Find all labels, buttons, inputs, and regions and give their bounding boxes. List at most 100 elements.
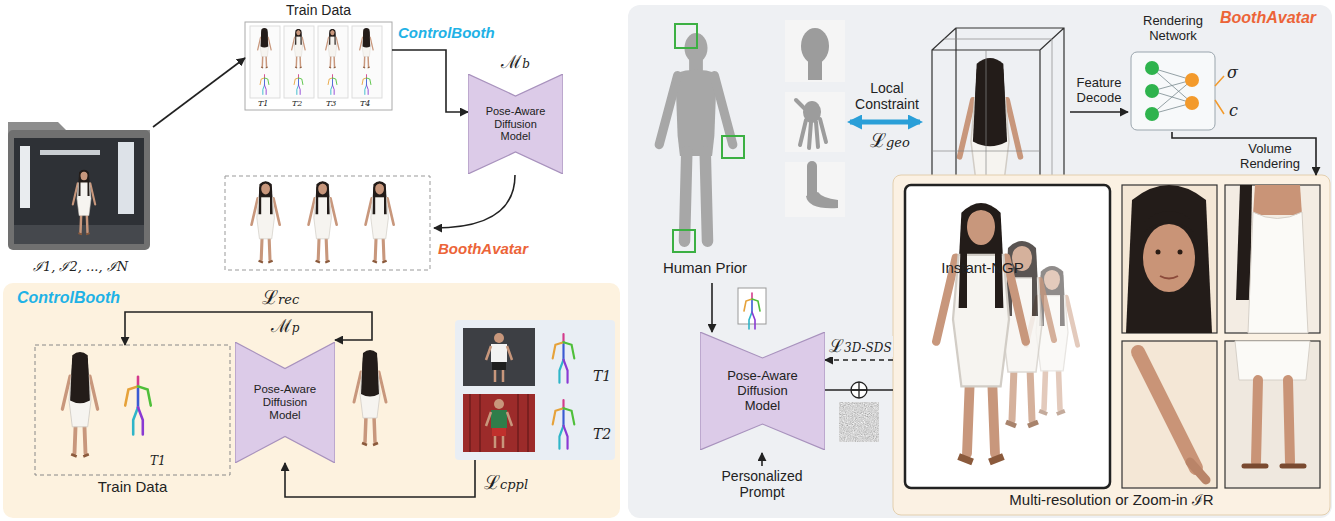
train-data-frame: [260, 75, 269, 95]
connector-arrow: [850, 120, 920, 125]
controlbooth-panel: [553, 334, 575, 383]
human-prior-figure: [744, 293, 760, 329]
render-results: [1138, 352, 1196, 468]
edge-label: Local Constraint: [849, 80, 925, 112]
data-folder: [118, 142, 134, 214]
node-label: ℳp: [235, 316, 335, 337]
annotation-label: T1: [150, 455, 172, 469]
connector-arrow: [392, 50, 468, 112]
human-prior-figure: [785, 162, 845, 217]
render-results: [893, 175, 1330, 515]
edge-label: ℒrec: [262, 287, 312, 309]
train-data-frame: [326, 29, 339, 68]
edge-label: Feature Decode: [1069, 76, 1129, 106]
controlbooth-panel: [491, 344, 507, 362]
train-data-frame: [318, 26, 348, 98]
node-body: Pose-Aware Diffusion Model: [247, 383, 323, 423]
controlbooth-panel: [491, 410, 507, 428]
node-label: BoothAvatar: [1220, 9, 1328, 27]
train-data-frame: [245, 22, 392, 110]
render-results: [1248, 212, 1308, 333]
controlbooth-panel: [486, 412, 512, 448]
edge-label: ℒ3D-SDS: [829, 336, 893, 357]
boothavatar-panel: BoothAvatarHuman PriorInstant-NGP Renderi…: [628, 5, 1332, 518]
render-results: [1126, 185, 1212, 333]
rendering-network: [1145, 107, 1159, 121]
node-label: Rendering Network: [1128, 14, 1218, 44]
human-prior-figure: [785, 20, 845, 82]
rendering-network: [1185, 73, 1199, 87]
train-data-frame: [284, 26, 314, 98]
boothavatar-panel: [628, 5, 1332, 518]
controlbooth-panel: [455, 320, 615, 460]
controlbooth-panel: [494, 333, 504, 343]
prior-images-box: T1T2: [455, 320, 615, 460]
diffusion-model: ℳpPose-Aware Diffusion Model: [235, 316, 335, 463]
node-body: Pose-Aware Diffusion Model: [478, 105, 553, 143]
controlbooth-panel: [486, 346, 512, 382]
train-data-frame: [352, 26, 382, 98]
render-results: [1244, 464, 1304, 469]
sds-noise: [761, 453, 763, 466]
connector-arrow: [711, 283, 713, 332]
rendering-network: Rendering Network: [1128, 12, 1218, 132]
controlbooth-panel: [470, 394, 528, 452]
render-results: [1225, 185, 1320, 333]
folder-node: ℐ1, ℐ2, ..., ℐN: [8, 112, 153, 277]
human-prior: Human Prior: [640, 18, 850, 283]
train-data-frame: [294, 75, 303, 95]
render-results: [893, 175, 1330, 515]
controlbooth-panel: [354, 350, 386, 445]
render-results: [1256, 380, 1290, 462]
node-label: Multi-resolution or Zoom-in ℐR: [893, 491, 1330, 508]
controlbooth-panel: [553, 400, 575, 449]
train-data-frame: [250, 26, 280, 98]
controlbooth-panel: [463, 394, 535, 452]
annotation-label: T3: [326, 99, 342, 108]
render-results: [1253, 185, 1302, 215]
output-avatars: [434, 175, 515, 228]
instant-ngp: Instant-NGP: [920, 12, 1070, 282]
node-body: T2: [593, 426, 613, 442]
controlbooth-panel: [62, 352, 97, 457]
render-results: [936, 203, 1026, 462]
annotation-label: c: [1229, 102, 1243, 120]
human-prior-figure: [673, 230, 695, 252]
node-label: Train Data: [35, 478, 230, 495]
human-prior-figure: [659, 20, 845, 329]
train-data-box: Train Data: [35, 345, 230, 497]
rendering-network: [1185, 96, 1199, 110]
render-results: [1122, 341, 1217, 488]
data-folder: [20, 146, 30, 208]
controlbooth-panel: [463, 328, 535, 386]
output-avatars: [309, 181, 337, 262]
output-avatars: [366, 181, 394, 262]
human-prior-figure: [722, 136, 744, 158]
data-folder: [8, 122, 150, 250]
render-results: [905, 185, 1110, 488]
connector-arrow: [153, 58, 245, 127]
connector-arrow: [125, 312, 372, 345]
train-data-frame: [328, 75, 337, 95]
node-label: ℳb: [468, 52, 563, 73]
render-results: [1235, 341, 1310, 380]
train-data-frame: [360, 28, 373, 68]
controlbooth-panel: [35, 345, 230, 475]
node-label: ControlBooth: [17, 289, 147, 307]
connector-arrow: [285, 460, 475, 497]
render-results: [1190, 462, 1206, 480]
rendering-network: [1131, 52, 1224, 130]
data-folder: [40, 150, 100, 155]
human-prior-figure: [808, 60, 822, 80]
rendering-network: [1215, 76, 1224, 114]
edge-label: ControlBooth: [398, 24, 518, 41]
node-label: Instant-NGP: [920, 259, 1045, 276]
annotation-label: σ: [1227, 64, 1243, 82]
human-prior-figure: [807, 166, 817, 196]
train-data-box: Train Data: [245, 2, 392, 112]
human-prior-figure: [806, 192, 838, 208]
render-results: [1122, 185, 1217, 333]
diffusion-model: Pose-Aware Diffusion Model: [700, 332, 825, 450]
render-results: [1178, 250, 1183, 255]
connector-arrow: [1070, 111, 1128, 113]
